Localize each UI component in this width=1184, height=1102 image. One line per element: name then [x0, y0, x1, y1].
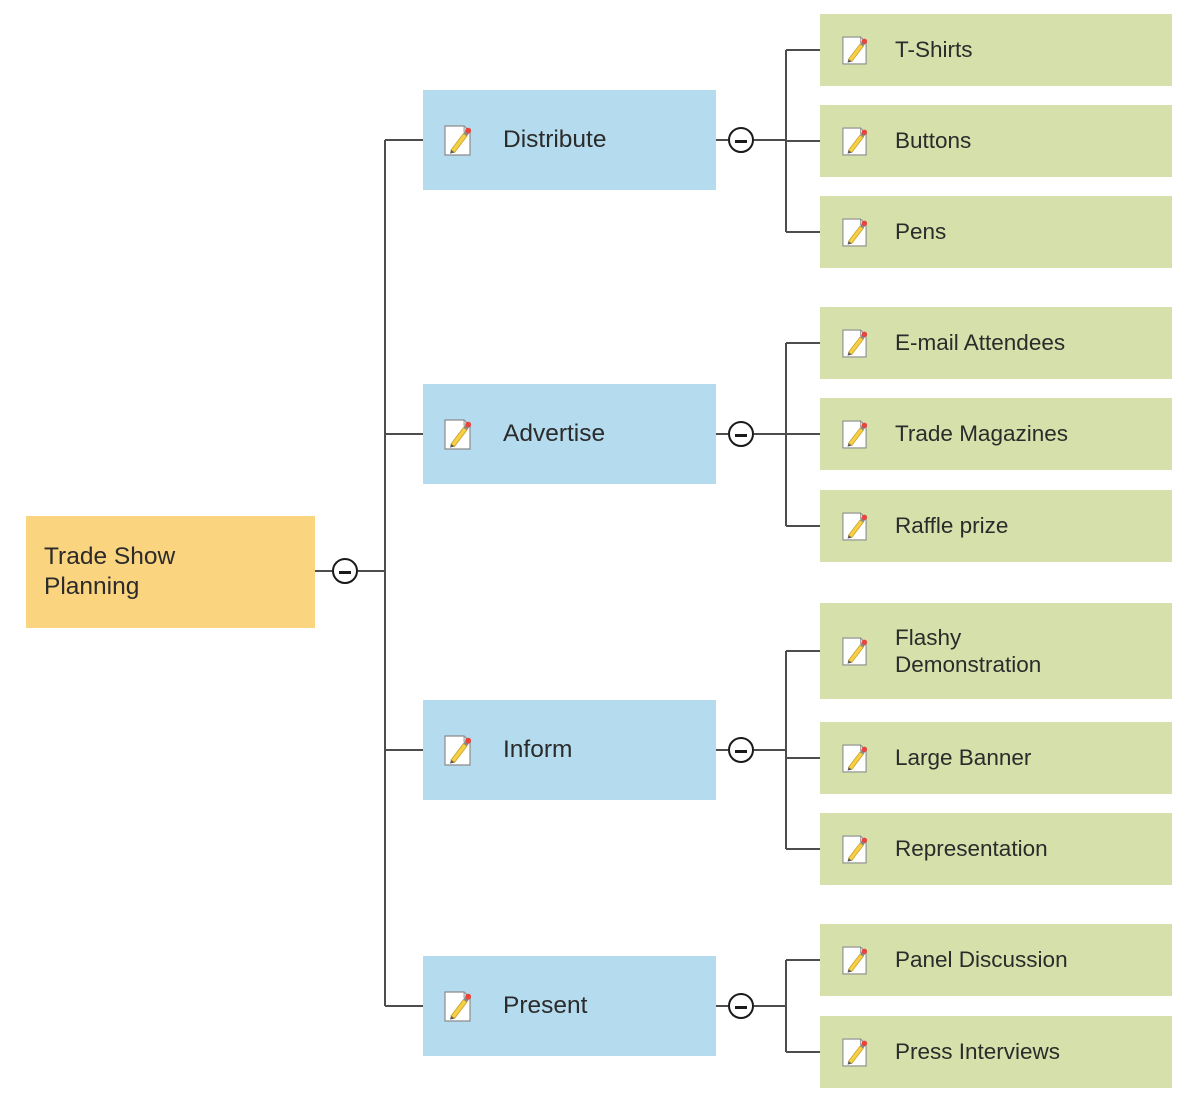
- leaf-node-label: Representation: [895, 836, 1048, 862]
- branch-node-inform[interactable]: Inform: [423, 700, 716, 800]
- leaf-node-label: Buttons: [895, 128, 972, 154]
- branch-node-advertise[interactable]: Advertise: [423, 384, 716, 484]
- note-pencil-icon: [444, 124, 471, 156]
- note-pencil-icon: [842, 511, 867, 541]
- note-pencil-icon: [842, 126, 867, 156]
- minus-circle-icon-distribute[interactable]: [728, 127, 754, 153]
- note-pencil-icon: [842, 945, 867, 975]
- note-pencil-icon: [842, 328, 867, 358]
- note-pencil-icon: [842, 636, 867, 666]
- leaf-node[interactable]: Representation: [820, 813, 1172, 885]
- root-node-label: Trade Show Planning: [44, 543, 176, 600]
- branch-node-present[interactable]: Present: [423, 956, 716, 1056]
- leaf-node-label: Pens: [895, 219, 947, 245]
- leaf-node[interactable]: Trade Magazines: [820, 398, 1172, 470]
- branch-node-label: Inform: [503, 736, 573, 764]
- note-pencil-icon: [444, 418, 471, 450]
- note-pencil-icon: [444, 734, 471, 766]
- leaf-node[interactable]: T-Shirts: [820, 14, 1172, 86]
- leaf-node-label: Trade Magazines: [895, 421, 1069, 447]
- leaf-node[interactable]: Pens: [820, 196, 1172, 268]
- minus-circle-icon-inform[interactable]: [728, 737, 754, 763]
- note-pencil-icon: [842, 35, 867, 65]
- leaf-node-label: E-mail Attendees: [895, 330, 1066, 356]
- minus-circle-icon-advertise[interactable]: [728, 421, 754, 447]
- leaf-node[interactable]: Buttons: [820, 105, 1172, 177]
- note-pencil-icon: [842, 419, 867, 449]
- note-pencil-icon: [444, 990, 471, 1022]
- note-pencil-icon: [842, 1037, 867, 1067]
- leaf-node[interactable]: Press Interviews: [820, 1016, 1172, 1088]
- minus-circle-icon-root[interactable]: [332, 558, 358, 584]
- leaf-node[interactable]: E-mail Attendees: [820, 307, 1172, 379]
- leaf-node[interactable]: Flashy Demonstration: [820, 603, 1172, 699]
- leaf-node-label: Panel Discussion: [895, 947, 1068, 973]
- leaf-node-label: T-Shirts: [895, 37, 973, 63]
- branch-node-label: Advertise: [503, 420, 606, 448]
- leaf-node-label: Large Banner: [895, 745, 1032, 771]
- leaf-node-label: Raffle prize: [895, 513, 1009, 539]
- note-pencil-icon: [842, 834, 867, 864]
- branch-node-label: Present: [503, 992, 588, 1020]
- branch-node-distribute[interactable]: Distribute: [423, 90, 716, 190]
- note-pencil-icon: [842, 217, 867, 247]
- branch-node-label: Distribute: [503, 126, 607, 154]
- minus-circle-icon-present[interactable]: [728, 993, 754, 1019]
- leaf-node[interactable]: Raffle prize: [820, 490, 1172, 562]
- note-pencil-icon: [842, 743, 867, 773]
- leaf-node-label: Flashy Demonstration: [895, 624, 1042, 677]
- leaf-node[interactable]: Large Banner: [820, 722, 1172, 794]
- leaf-node-label: Press Interviews: [895, 1039, 1061, 1065]
- root-node[interactable]: Trade Show Planning: [26, 516, 315, 628]
- leaf-node[interactable]: Panel Discussion: [820, 924, 1172, 996]
